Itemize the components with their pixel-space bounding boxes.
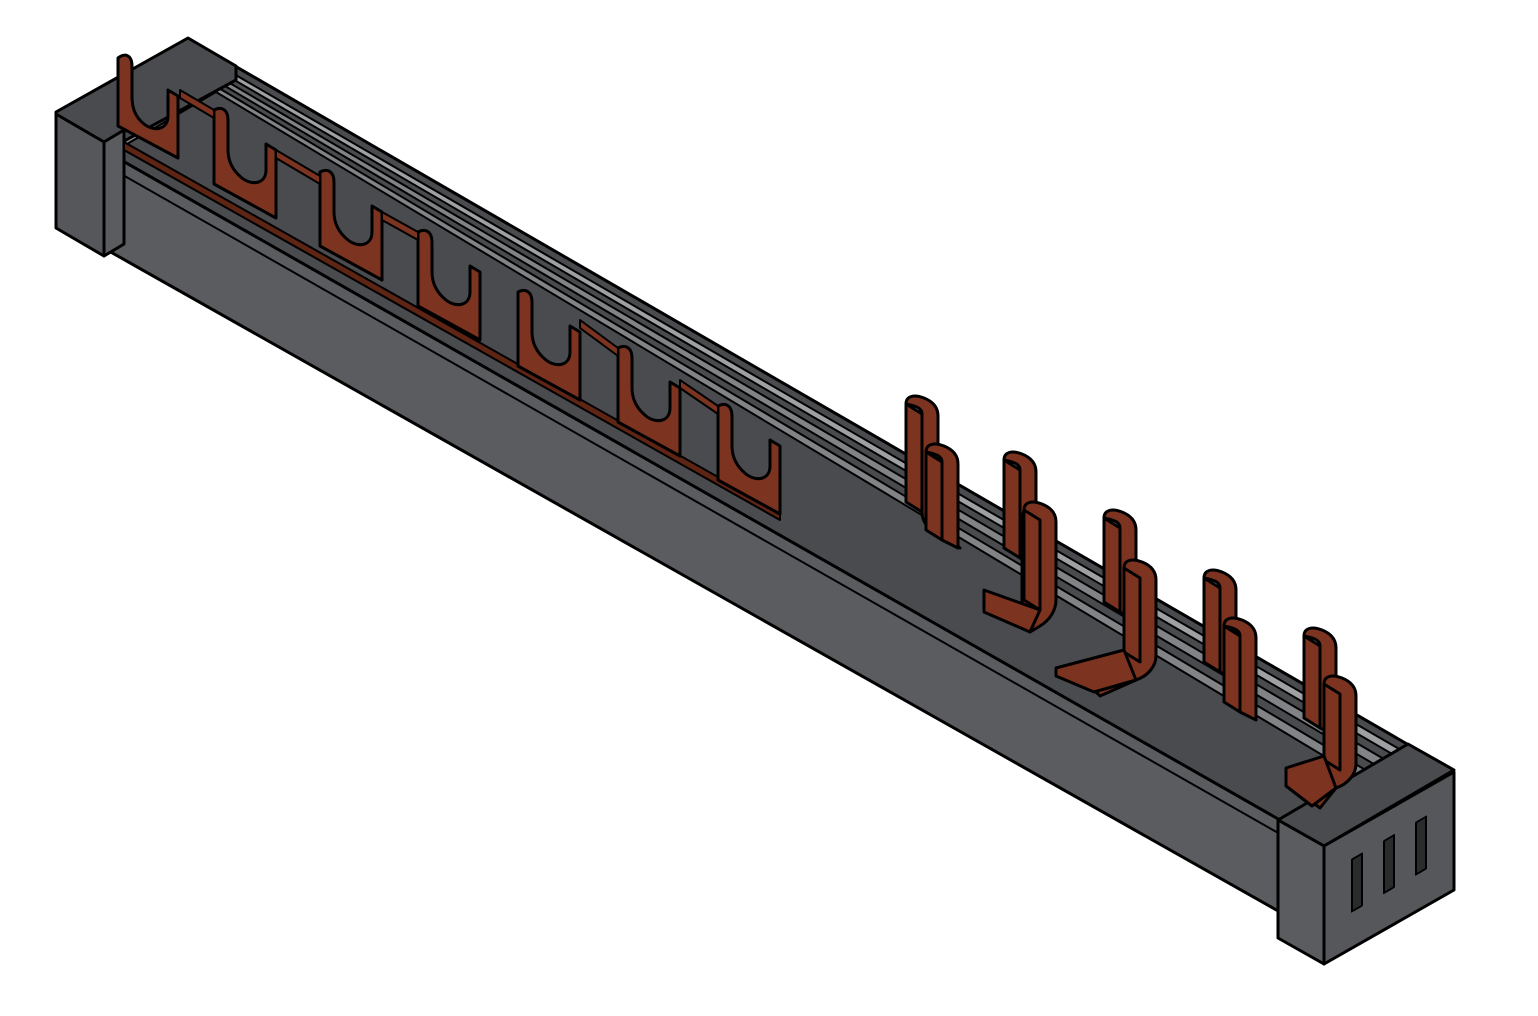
right-cap-left bbox=[1276, 818, 1326, 966]
fork-pin-4 bbox=[416, 228, 482, 342]
fork-pin-6 bbox=[616, 344, 682, 458]
left-end-cap bbox=[54, 36, 238, 258]
upright-pin-8 bbox=[1222, 616, 1258, 722]
fork-pin-1 bbox=[116, 53, 180, 160]
right-end-cap bbox=[1276, 742, 1456, 966]
upright-pin-6 bbox=[1054, 558, 1158, 698]
end-slot-2 bbox=[1383, 834, 1395, 895]
fork-pins bbox=[116, 53, 782, 516]
end-slot-3 bbox=[1415, 815, 1427, 876]
left-cap-side bbox=[102, 128, 126, 258]
upright-pin-10 bbox=[1284, 674, 1358, 810]
end-slot-1 bbox=[1351, 852, 1363, 913]
fork-pin-5 bbox=[516, 288, 582, 402]
fork-pin-7 bbox=[716, 402, 782, 516]
upright-pin-4 bbox=[982, 500, 1058, 634]
upright-pins bbox=[904, 394, 1358, 810]
fork-pin-2 bbox=[212, 106, 278, 220]
upright-pin-2 bbox=[924, 442, 960, 550]
fork-pin-3 bbox=[318, 168, 384, 282]
